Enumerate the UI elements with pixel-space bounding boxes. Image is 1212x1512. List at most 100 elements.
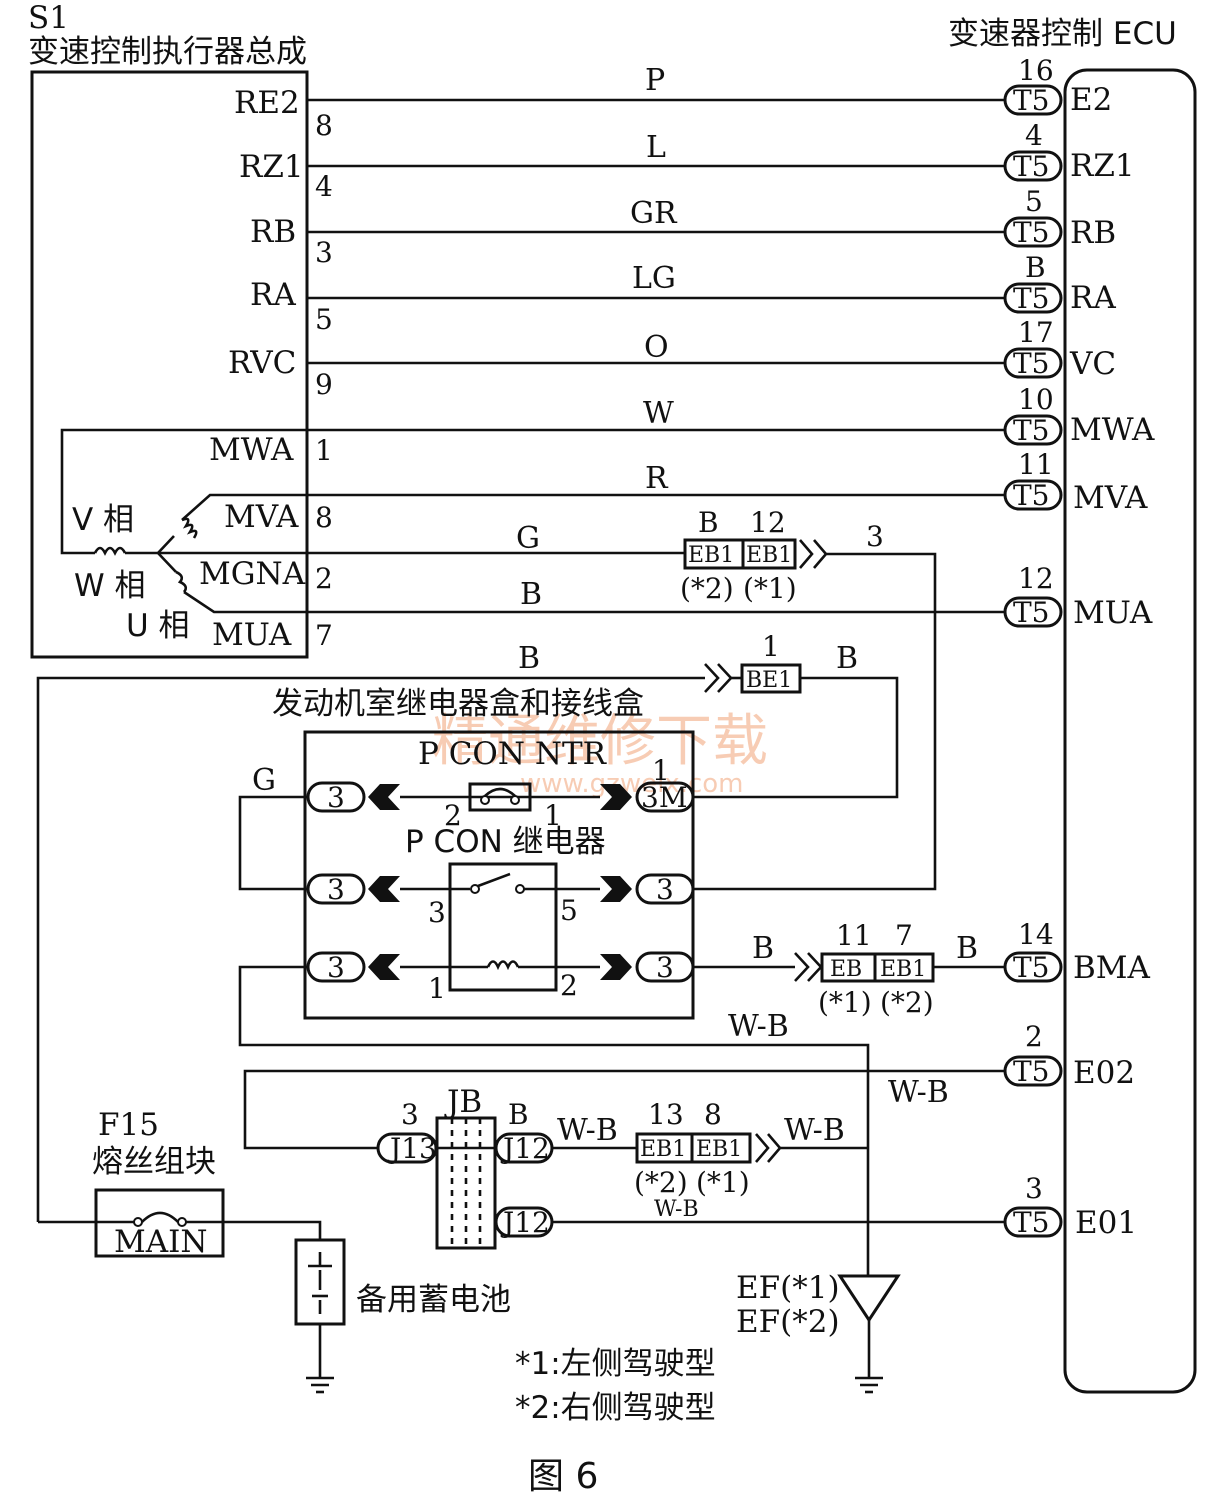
eb1-top-note-b: (*1) xyxy=(743,572,797,605)
ef-label-1: EF(*1) xyxy=(736,1270,840,1306)
watermark-url: www.gzweix.com xyxy=(520,769,744,799)
j13-pin: 3 xyxy=(401,1098,419,1131)
eb1-top-connector xyxy=(683,538,937,891)
eb-mid-wire-out: B xyxy=(956,931,978,966)
relay-pin-3: 3 xyxy=(428,896,446,929)
ef-label-2: EF(*2) xyxy=(736,1304,840,1340)
act-pin-ra: RA xyxy=(250,277,296,313)
eb1-top-note-a: (*2) xyxy=(680,572,734,605)
relay-conn-num: 3 xyxy=(656,873,674,906)
t5-label: T5 xyxy=(1013,282,1050,315)
note-right-hand: *2:右侧驾驶型 xyxy=(515,1390,716,1426)
ntr-pin-1b: 1 xyxy=(652,754,670,787)
ground-wb-top: W-B xyxy=(728,1009,789,1044)
ground-wb-right: W-B xyxy=(888,1075,949,1110)
relay-box-title: 发动机室继电器盒和接线盒 xyxy=(272,686,644,722)
ecu-title: 变速器控制 ECU xyxy=(948,16,1177,52)
act-pin-mwa-num: 1 xyxy=(315,434,333,467)
relay-box xyxy=(303,730,695,1020)
fuse-main: MAIN xyxy=(114,1224,208,1260)
ntr-pin-2: 2 xyxy=(444,799,462,832)
ecu-pin-num: 11 xyxy=(1018,448,1054,481)
eb1-lower-note-a: (*2) xyxy=(634,1166,688,1199)
wire-color-l: L xyxy=(646,130,666,165)
relay-wire-g: G xyxy=(252,763,276,798)
act-pin-mva-num: 8 xyxy=(315,501,333,534)
watermark-text: 精通维修下载 xyxy=(432,709,768,774)
j12-label-top: J12 xyxy=(500,1132,550,1165)
eb1-lower-connector xyxy=(635,1132,752,1164)
fuse-block xyxy=(38,1188,322,1258)
ecu-pin-num: 12 xyxy=(1018,562,1054,595)
wire-color-p: P xyxy=(645,63,665,98)
t5-label: T5 xyxy=(1013,1206,1050,1239)
eb1-top-num: 3 xyxy=(866,520,884,553)
t5-label: T5 xyxy=(1013,596,1050,629)
ecu-pin-mwa: MWA xyxy=(1070,412,1155,448)
eb-mid-label-b: EB1 xyxy=(880,957,926,982)
ecu-pin-mua: MUA xyxy=(1073,595,1153,631)
ecu-pin-num: B xyxy=(1025,251,1046,284)
act-pin-rz1-num: 4 xyxy=(315,170,333,203)
eb-mid-label-a: EB xyxy=(830,957,862,982)
be1-wire-in: B xyxy=(518,641,540,676)
ecu-pin-vc: VC xyxy=(1069,346,1116,382)
figure-caption: 图 6 xyxy=(528,1456,598,1497)
junction-block xyxy=(376,1116,554,1250)
ground-wb-j12: W-B xyxy=(557,1113,618,1148)
act-pin-ra-num: 5 xyxy=(315,303,333,336)
ecu-pin-e01: E01 xyxy=(1075,1205,1137,1241)
ecu-pin-e02: E02 xyxy=(1073,1055,1135,1091)
ecu-box xyxy=(1063,68,1197,1394)
act-pin-re2: RE2 xyxy=(234,85,300,121)
wire-color-w: W xyxy=(643,396,674,431)
be1-wire-out: B xyxy=(836,641,858,676)
act-pin-rb-num: 3 xyxy=(315,236,333,269)
act-pin-rvc: RVC xyxy=(228,345,296,381)
relay-conn-num: 3 xyxy=(327,781,345,814)
relay-conn-num: 3 xyxy=(656,951,674,984)
relay-conn-num: 3 xyxy=(327,951,345,984)
ecu-pin-num: 16 xyxy=(1018,54,1054,87)
ecu-pin-rb: RB xyxy=(1070,215,1116,251)
pcon-ntr-label: P CON NTR xyxy=(418,736,608,772)
ecu-pin-e2: E2 xyxy=(1070,82,1112,118)
ecu-pin-num: 4 xyxy=(1025,119,1043,152)
wire-color-g: G xyxy=(516,521,540,556)
j13-label: J13 xyxy=(387,1132,437,1165)
act-pin-mgna: MGNA xyxy=(199,556,306,592)
act-pin-mgna-num: 2 xyxy=(315,562,333,595)
eb1-lower-pin-a: 13 xyxy=(648,1098,684,1131)
t5-label: T5 xyxy=(1013,951,1050,984)
eb-mid-pin-a: 11 xyxy=(836,919,872,952)
phase-u: U 相 xyxy=(126,608,190,644)
j12-label-bottom: J12 xyxy=(500,1206,550,1239)
ef-ground-symbol xyxy=(837,1274,901,1394)
relay-conn-m: 3M xyxy=(641,781,687,814)
wire-color-b-mua: B xyxy=(520,577,542,612)
relay-pin-1: 1 xyxy=(428,972,446,1005)
t5-label: T5 xyxy=(1013,347,1050,380)
act-pin-mua-num: 7 xyxy=(315,619,333,652)
eb-mid-wire-in: B xyxy=(752,931,774,966)
act-pin-rz1: RZ1 xyxy=(239,149,304,185)
ecu-pin-mva: MVA xyxy=(1073,480,1148,516)
ground-wb-under: W-B xyxy=(654,1197,699,1222)
eb1-top-label-a: EB1 xyxy=(688,543,734,568)
ecu-pin-num: 14 xyxy=(1018,918,1054,951)
eb1-top-pin-a: B xyxy=(698,506,719,539)
relay-conn-num: 3 xyxy=(327,873,345,906)
actuator-code: S1 xyxy=(28,0,69,36)
phase-v: V 相 xyxy=(72,502,134,538)
eb1-lower-label-a: EB1 xyxy=(640,1137,686,1162)
fuse-code: F15 xyxy=(98,1107,159,1143)
t5-label: T5 xyxy=(1013,84,1050,117)
eb1-top-label-b: EB1 xyxy=(746,543,792,568)
j12-pin: B xyxy=(508,1098,529,1131)
t5-label: T5 xyxy=(1013,150,1050,183)
ecu-pin-bma: BMA xyxy=(1073,950,1151,986)
ecu-pin-num: 17 xyxy=(1018,316,1054,349)
act-pin-mua: MUA xyxy=(212,617,292,653)
be1-label: BE1 xyxy=(746,668,792,693)
wire-color-r: R xyxy=(645,461,669,496)
